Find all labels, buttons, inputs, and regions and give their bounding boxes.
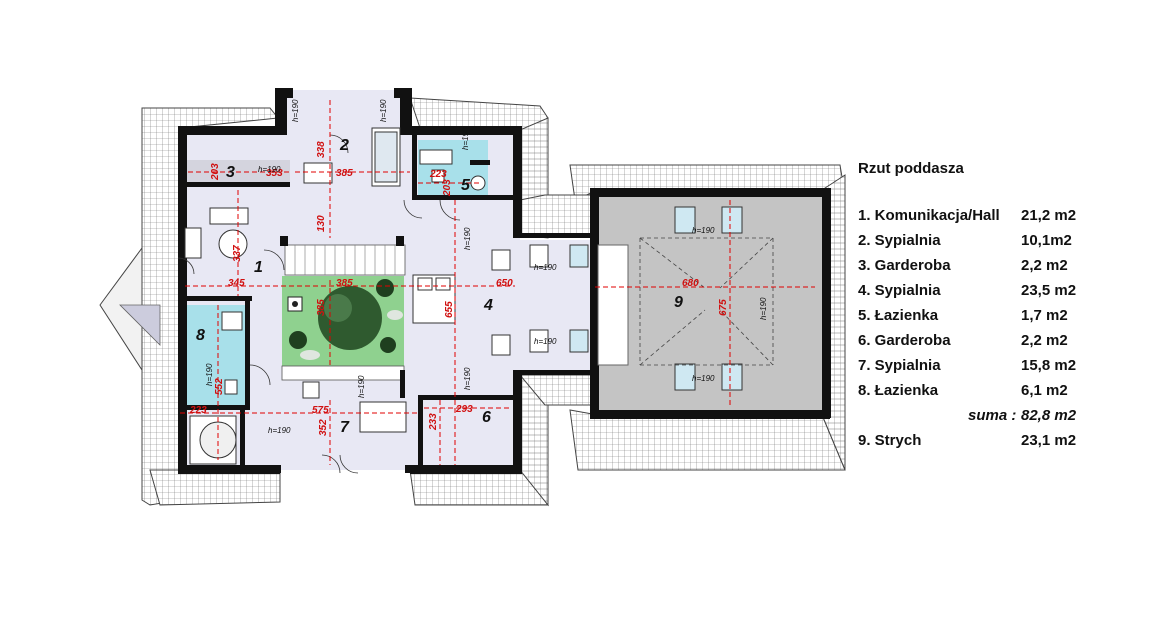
dim-655: 655 — [444, 301, 455, 318]
dim-223-room8: 223 — [189, 405, 207, 416]
height-label: h=190 — [291, 99, 300, 122]
legend-room-area: 2,2 m2 — [1021, 257, 1068, 274]
dim-385-stairs: 385 — [336, 278, 353, 289]
height-label: h=190 — [379, 99, 388, 122]
dim-353: 353 — [266, 168, 283, 179]
height-label: h=190 — [692, 374, 715, 383]
height-label: h=190 — [357, 375, 366, 398]
room-number-2: 2 — [339, 137, 349, 154]
height-label: h=190 — [258, 165, 281, 174]
dim-385-atrium: 385 — [316, 299, 327, 316]
legend-row: 8. Łazienka 6,1 m2 — [858, 382, 1118, 402]
legend-room-label: 7. Sypialnia — [858, 357, 941, 374]
room-number-1: 1 — [254, 259, 263, 276]
legend-row: 6. Garderoba 2,2 m2 — [858, 332, 1118, 352]
height-label: h=190 — [463, 227, 472, 250]
legend-room-area: 23,5 m2 — [1021, 282, 1077, 299]
dim-130: 130 — [316, 215, 327, 232]
legend-room-area: 1,7 m2 — [1021, 307, 1068, 324]
height-label: h=190 — [205, 363, 214, 386]
height-label: h=190 — [692, 226, 715, 235]
legend-attic-label: 9. Strych — [858, 432, 922, 449]
legend-attic-area: 23,1 m2 — [1021, 432, 1077, 449]
height-label: h=190 — [268, 426, 291, 435]
dim-203-room5: 203 — [442, 179, 453, 197]
room-number-6: 6 — [482, 409, 491, 426]
legend-room-area: 2,2 m2 — [1021, 332, 1068, 349]
dimension-labels: 338 385 130 353 203 223 203 337 345 385 … — [189, 141, 729, 436]
dim-385-room2: 385 — [336, 168, 353, 179]
dim-680: 680 — [682, 278, 699, 289]
attic-ridges — [639, 237, 774, 366]
room-number-4: 4 — [483, 297, 493, 314]
legend-sum-area: 82,8 m2 — [1021, 407, 1077, 424]
dim-552: 552 — [214, 378, 225, 395]
legend-row: 3. Garderoba 2,2 m2 — [858, 257, 1118, 277]
walls — [178, 88, 831, 474]
dim-338: 338 — [316, 141, 327, 158]
room-number-3: 3 — [226, 164, 235, 181]
dim-675: 675 — [718, 299, 729, 316]
legend-room-label: 3. Garderoba — [858, 257, 951, 274]
dim-233: 233 — [428, 413, 439, 431]
legend-row: 4. Sypialnia 23,5 m2 — [858, 282, 1118, 302]
dimension-lines — [180, 100, 815, 465]
room-number-8: 8 — [196, 327, 205, 344]
legend-room-label: 6. Garderoba — [858, 332, 951, 349]
legend-sum-label: suma : — [968, 407, 1017, 424]
legend-room-label: 1. Komunikacja/Hall — [858, 207, 1000, 224]
dim-203-room3: 203 — [210, 163, 221, 181]
attic-floor — [598, 195, 822, 411]
legend-room-label: 8. Łazienka — [858, 382, 939, 399]
dim-345: 345 — [228, 278, 245, 289]
height-label: h=190 — [461, 127, 470, 150]
dim-575: 575 — [312, 405, 329, 416]
legend-room-label: 2. Sypialnia — [858, 232, 941, 249]
legend-room-area: 21,2 m2 — [1021, 207, 1077, 224]
room-numbers: 1 2 3 4 5 6 7 8 9 — [196, 137, 683, 436]
legend-row: 1. Komunikacja/Hall 21,2 m2 — [858, 207, 1118, 227]
height-label: h=190 — [759, 297, 768, 320]
height-labels: h=190 h=190 h=190 h=190 h=190 h=190 h=19… — [205, 99, 768, 435]
legend-sum-row: suma : 82,8 m2 — [858, 407, 1118, 427]
door-swings — [177, 134, 461, 474]
dim-337: 337 — [232, 245, 243, 262]
dim-650: 650 — [496, 278, 513, 289]
legend-title: Rzut poddasza — [858, 160, 964, 177]
room-number-9: 9 — [674, 294, 683, 311]
legend-attic-row: 9. Strych 23,1 m2 — [858, 432, 1118, 452]
dim-352: 352 — [318, 419, 329, 436]
height-label: h=190 — [463, 367, 472, 390]
dim-223-room5: 223 — [429, 169, 447, 180]
legend-room-label: 4. Sypialnia — [858, 282, 941, 299]
legend-row: 7. Sypialnia 15,8 m2 — [858, 357, 1118, 377]
legend-room-label: 5. Łazienka — [858, 307, 939, 324]
legend-row: 5. Łazienka 1,7 m2 — [858, 307, 1118, 327]
height-label: h=190 — [534, 263, 557, 272]
dim-293: 293 — [455, 404, 473, 415]
wardrobe-3-floor — [185, 160, 290, 182]
room-number-7: 7 — [340, 419, 350, 436]
legend-room-area: 6,1 m2 — [1021, 382, 1068, 399]
legend-row: 2. Sypialnia 10,1m2 — [858, 232, 1118, 252]
legend-room-area: 15,8 m2 — [1021, 357, 1077, 374]
legend-room-area: 10,1m2 — [1021, 232, 1072, 249]
height-label: h=190 — [534, 337, 557, 346]
room-number-5: 5 — [461, 177, 471, 194]
